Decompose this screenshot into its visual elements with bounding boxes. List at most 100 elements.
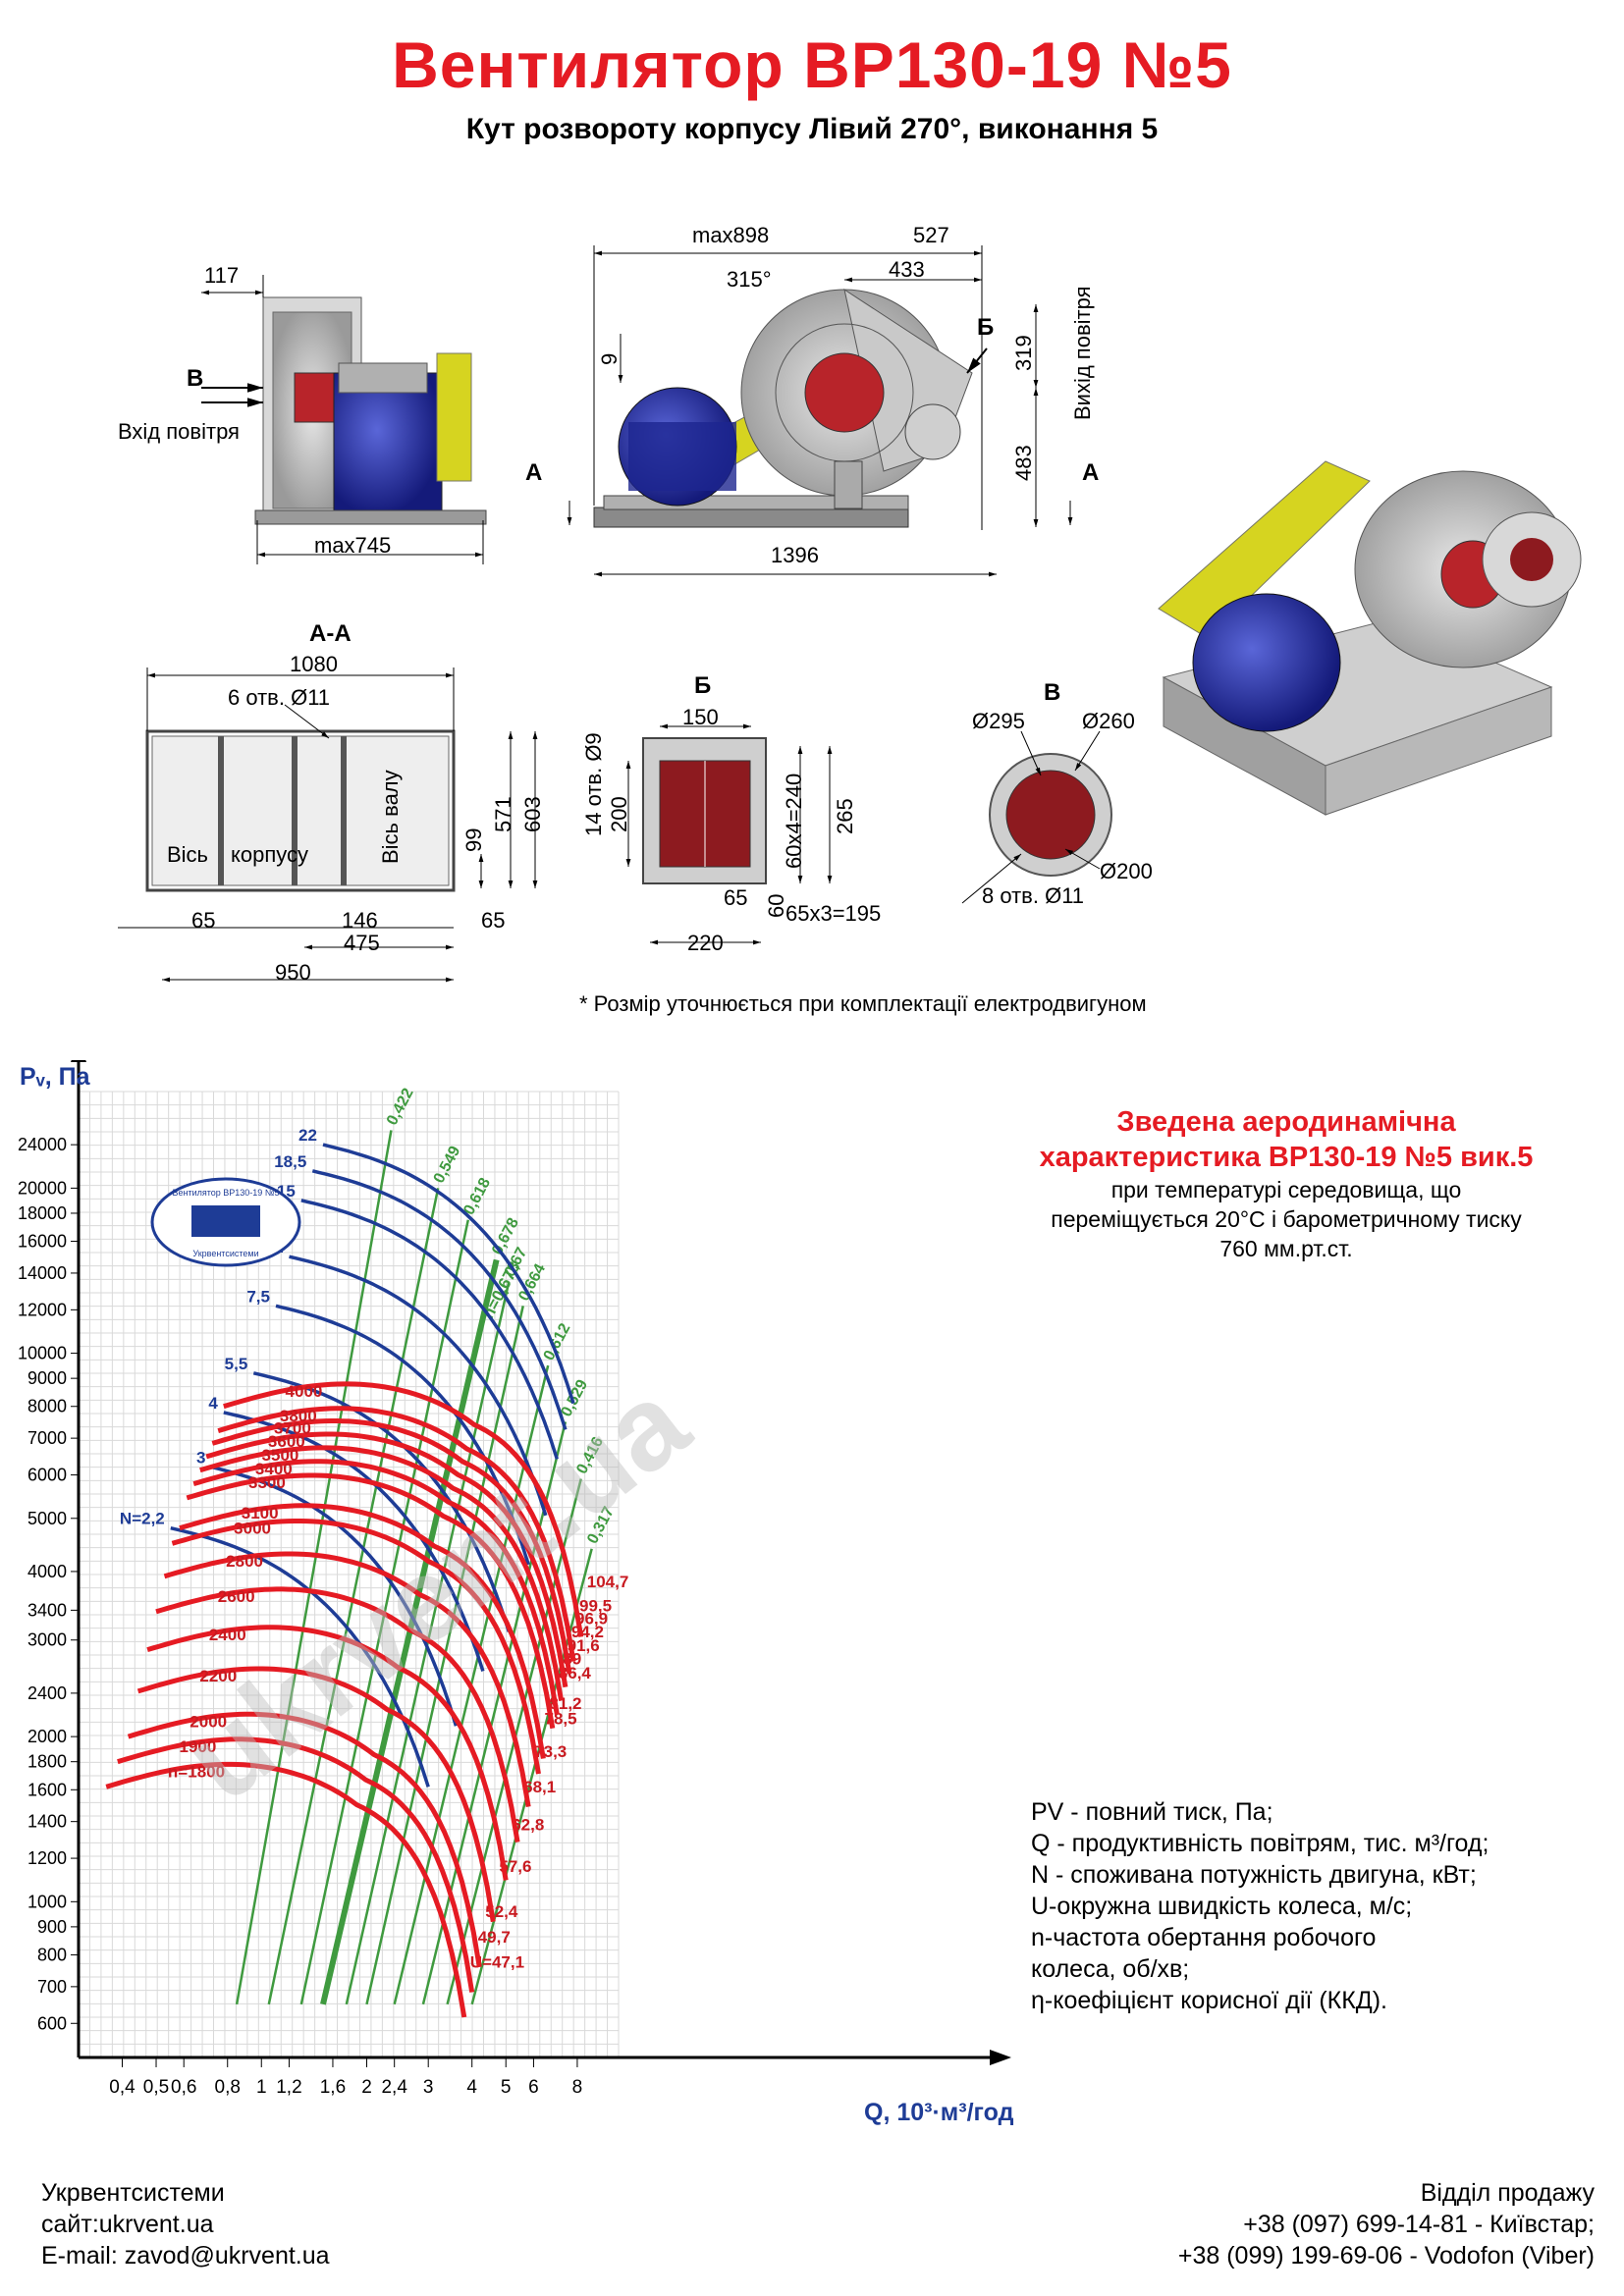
efficiency-label: 0,618 <box>460 1175 494 1217</box>
speed-curve <box>117 1736 475 1993</box>
x-tick-label: 1,6 <box>320 2077 346 2098</box>
tip-speed-label: 99,5 <box>579 1597 612 1616</box>
y-tick-label: 1000 <box>27 1892 67 1911</box>
y-tick-label: 20000 <box>18 1178 67 1198</box>
power-curve-label: N=2,2 <box>120 1510 165 1528</box>
label-view-b: Б <box>977 314 995 341</box>
power-curve <box>311 1169 568 1430</box>
y-axis-label: Pᵥ, Па <box>20 1063 91 1091</box>
speed-curve <box>186 1472 556 1730</box>
power-curve <box>322 1143 575 1405</box>
dim-220: 220 <box>687 931 724 955</box>
speed-curve <box>127 1711 482 1968</box>
inlet-holes: 8 отв. Ø11 <box>982 883 1085 908</box>
dim-483: 483 <box>1011 445 1036 481</box>
speed-curve <box>211 1418 572 1675</box>
dim-433: 433 <box>889 257 925 282</box>
y-tick-label: 12000 <box>18 1300 67 1319</box>
y-tick-label: 14000 <box>18 1263 67 1283</box>
tip-speed-label: 57,6 <box>499 1857 531 1876</box>
outlet-flange-title: Б <box>694 672 712 699</box>
dim-150: 150 <box>682 705 719 729</box>
x-tick-label: 2,4 <box>381 2077 407 2098</box>
aerodynamic-chart: 0,4220,5490,6180,6780,670,6640,6120,5290… <box>18 1060 1014 2126</box>
dim-117: 117 <box>204 263 240 288</box>
outlet-flange-b <box>625 723 833 945</box>
speed-curve <box>105 1761 467 2018</box>
speed-curve-label: 4000 <box>286 1382 323 1401</box>
y-tick-label: 1200 <box>27 1848 67 1868</box>
speed-curve <box>192 1459 560 1715</box>
y-tick-label: 4000 <box>27 1562 67 1581</box>
y-tick-label: 2000 <box>27 1727 67 1746</box>
company-logo: Вентилятор ВР130-19 №5 Укрвентсистеми <box>150 1177 301 1267</box>
power-curve-label: 5,5 <box>225 1355 248 1373</box>
dim-315: 315° <box>727 267 772 292</box>
speed-curve <box>163 1551 531 1808</box>
y-tick-label: 10000 <box>18 1344 67 1363</box>
tip-speed-label: 91,6 <box>568 1636 600 1655</box>
y-tick-label: 18000 <box>18 1203 67 1223</box>
y-tick-label: 600 <box>37 2013 67 2033</box>
company-email[interactable]: E-mail: zavod@ukrvent.ua <box>41 2242 330 2269</box>
y-tick-label: 9000 <box>27 1368 67 1388</box>
speed-curve-label: n=1800 <box>168 1762 225 1781</box>
legend: PV - повний тиск, Па; Q - продуктивність… <box>1031 1796 1489 2016</box>
footer-right: Відділ продажу +38 (097) 699-14-81 - Киї… <box>1178 2177 1595 2271</box>
logo-top-text: Вентилятор ВР130-19 №5 <box>173 1188 280 1198</box>
speed-curve-label: 3300 <box>248 1473 286 1492</box>
x-tick-label: 8 <box>572 2077 583 2098</box>
dim-d260: Ø260 <box>1082 709 1135 733</box>
dim-571: 571 <box>491 796 515 832</box>
power-curve-label: 3 <box>196 1449 205 1468</box>
dim-65x3: 65x3=195 <box>785 901 882 926</box>
y-tick-label: 16000 <box>18 1232 67 1252</box>
technical-drawings <box>118 245 1582 983</box>
efficiency-line <box>421 1421 568 2005</box>
chart-title: Зведена аеродинамічна характеристика ВР1… <box>982 1104 1591 1175</box>
speed-curve-label: 2800 <box>226 1552 263 1571</box>
speed-curve-label: 3600 <box>268 1432 305 1451</box>
dim-65-right: 65 <box>481 908 506 933</box>
legend-u: U-окружна швидкість колеса, м/с; <box>1031 1893 1413 1920</box>
speed-curve-label: 1900 <box>180 1737 217 1756</box>
x-tick-label: 1,2 <box>276 2077 301 2098</box>
power-curve <box>289 1255 548 1517</box>
sales-dept: Відділ продажу <box>1420 2179 1595 2207</box>
legend-eff: η-коефіцієнт корисної дії (ККД). <box>1031 1987 1387 2014</box>
frame-title: А-А <box>309 620 352 647</box>
label-section-a-left: А <box>525 459 543 486</box>
y-tick-label: 3400 <box>27 1600 67 1620</box>
efficiency-line <box>470 1548 593 2005</box>
dim-265: 265 <box>833 798 857 834</box>
speed-curve-label: 2600 <box>218 1587 255 1606</box>
dim-527: 527 <box>913 223 949 247</box>
label-section-a-right: А <box>1082 459 1100 486</box>
axis-shaft-label: Вісь валу <box>378 770 403 864</box>
front-view <box>567 245 1073 577</box>
x-tick-label: 3 <box>423 2077 434 2098</box>
dim-9: 9 <box>597 352 622 365</box>
speed-curve-label: 2000 <box>189 1712 227 1731</box>
axis-body-label-2: корпусу <box>231 842 309 867</box>
x-tick-label: 6 <box>528 2077 539 2098</box>
dim-65: 65 <box>724 885 748 910</box>
efficiency-line <box>267 1188 440 2005</box>
x-axis-label: Q, 10³·м³/год <box>864 2099 1014 2126</box>
chart-grid <box>78 1091 620 2058</box>
speed-curve <box>217 1406 576 1662</box>
y-tick-label: 2400 <box>27 1683 67 1703</box>
y-tick-label: 1800 <box>27 1752 67 1772</box>
y-tick-label: 800 <box>37 1945 67 1964</box>
x-tick-label: 4 <box>466 2077 477 2098</box>
phone-kyivstar[interactable]: +38 (097) 699-14-81 - Київстар; <box>1243 2211 1595 2238</box>
speed-curve-label: 3500 <box>262 1446 299 1465</box>
chart-conditions-1: при температурі середовища, що <box>1110 1177 1462 1202</box>
x-tick-label: 0,8 <box>215 2077 241 2098</box>
chart-conditions-3: 760 мм.рт.ст. <box>1219 1236 1353 1261</box>
legend-q: Q - продуктивність повітрям, тис. м³/год… <box>1031 1830 1489 1857</box>
company-site[interactable]: сайт:ukrvent.ua <box>41 2211 214 2238</box>
dim-950: 950 <box>275 960 311 985</box>
phone-vodafone[interactable]: +38 (099) 199-69-06 - Vodofon (Viber) <box>1177 2242 1595 2269</box>
